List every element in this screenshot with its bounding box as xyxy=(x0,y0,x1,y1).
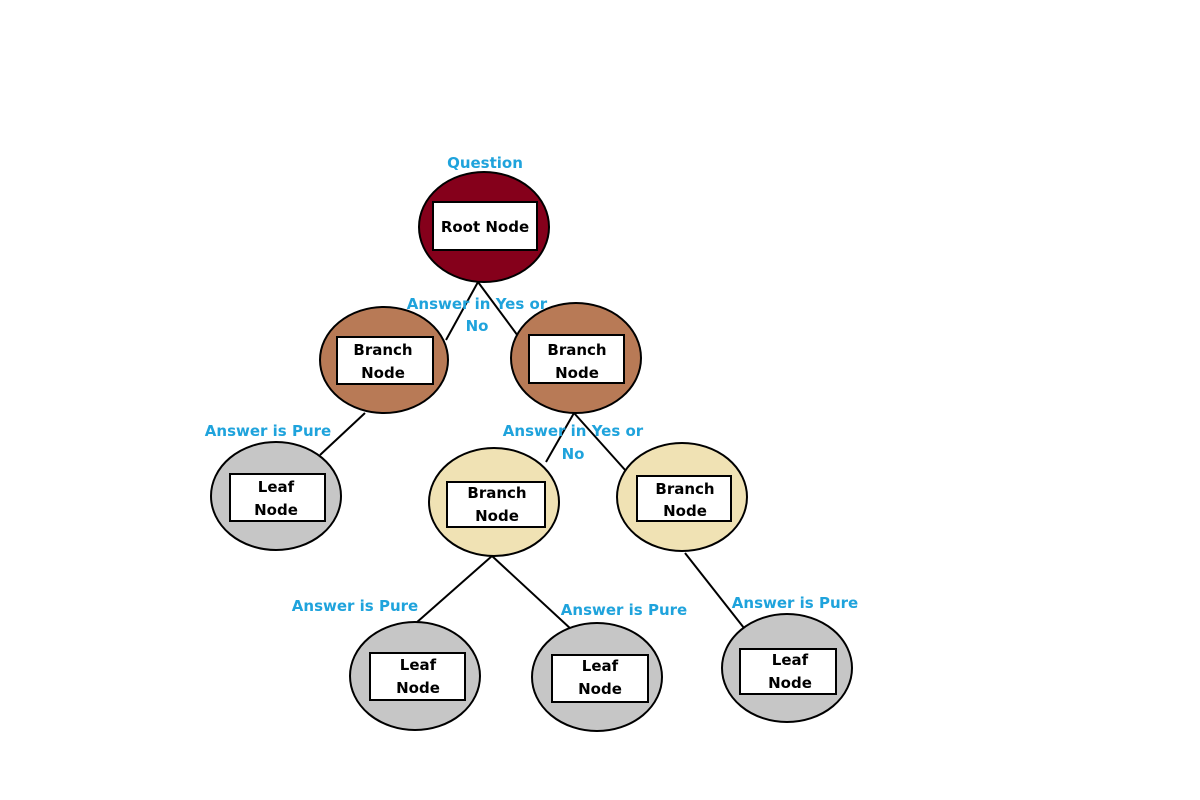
branch-node-mid-label-line1: Branch xyxy=(467,484,526,502)
edge-branch-mid-leaf-1 xyxy=(415,555,493,624)
leaf-node-2-label-line1: Leaf xyxy=(582,657,619,675)
leaf-node-1-label-line1: Leaf xyxy=(400,656,437,674)
root-node-label-box xyxy=(432,201,538,251)
branch-node-right-label-box xyxy=(528,334,625,384)
annotations: Question Answer in Yes or No Answer in Y… xyxy=(205,154,858,619)
branch-node-left-label-box xyxy=(336,336,434,385)
leaf-node-2: Leaf Node xyxy=(531,622,663,732)
edge-branch-right-branch-far xyxy=(573,412,627,472)
leaf-node-left-label-line1: Leaf xyxy=(258,478,295,496)
leaf-node-1-label-line2: Node xyxy=(396,679,440,697)
branch-node-right-label-line2: Node xyxy=(555,364,599,382)
leaf-node-1: Leaf Node xyxy=(349,621,481,731)
annotation-yes-no-1-line2: No xyxy=(466,317,489,335)
edge-root-branch-right xyxy=(477,281,519,337)
leaf-node-left-label-line2: Node xyxy=(254,501,298,519)
edge-branch-mid-leaf-2 xyxy=(491,555,573,631)
leaf-node-3-label-line2: Node xyxy=(768,674,812,692)
edge-branch-right-branch-mid xyxy=(545,412,575,463)
edge-branch-far-leaf-3 xyxy=(684,552,745,629)
leaf-node-3-label-line1: Leaf xyxy=(772,651,809,669)
root-node-label: Root Node xyxy=(441,218,529,236)
branch-node-mid-label-line2: Node xyxy=(475,507,519,525)
branch-node-mid: Branch Node xyxy=(428,447,560,557)
annotation-pure-2: Answer is Pure xyxy=(292,597,418,615)
branch-node-right-label-line1: Branch xyxy=(547,341,606,359)
annotation-question: Question xyxy=(447,154,523,172)
leaf-node-1-label-box xyxy=(369,652,466,701)
branch-node-far: Branch Node xyxy=(616,442,748,552)
branch-node-far-label-box xyxy=(636,475,732,522)
branch-node-left-label-line2: Node xyxy=(361,364,405,382)
annotation-pure-4: Answer is Pure xyxy=(732,594,858,612)
annotation-yes-no-1-line1: Answer in Yes or xyxy=(407,295,548,313)
branch-node-left: Branch Node xyxy=(319,306,449,414)
root-node: Root Node xyxy=(418,171,550,283)
annotation-yes-no-2-line1: Answer in Yes or xyxy=(503,422,644,440)
branch-node-mid-label-box xyxy=(446,481,546,528)
leaf-node-left: Leaf Node xyxy=(210,441,342,551)
annotation-yes-no-2-line2: No xyxy=(562,445,585,463)
edge-branch-left-leaf-left xyxy=(319,412,366,456)
leaf-node-3: Leaf Node xyxy=(721,613,853,723)
leaf-node-left-label-box xyxy=(229,473,326,522)
edge-root-branch-left xyxy=(445,281,479,341)
branch-node-right: Branch Node xyxy=(510,302,642,414)
branch-node-far-label-line2: Node xyxy=(663,502,707,520)
branch-node-left-label-line1: Branch xyxy=(353,341,412,359)
edges xyxy=(319,281,745,631)
annotation-pure-3: Answer is Pure xyxy=(561,601,687,619)
branch-node-far-label-line1: Branch xyxy=(655,480,714,498)
leaf-node-2-label-line2: Node xyxy=(578,680,622,698)
leaf-node-3-label-box xyxy=(739,648,837,695)
annotation-pure-1: Answer is Pure xyxy=(205,422,331,440)
leaf-node-2-label-box xyxy=(551,654,649,703)
